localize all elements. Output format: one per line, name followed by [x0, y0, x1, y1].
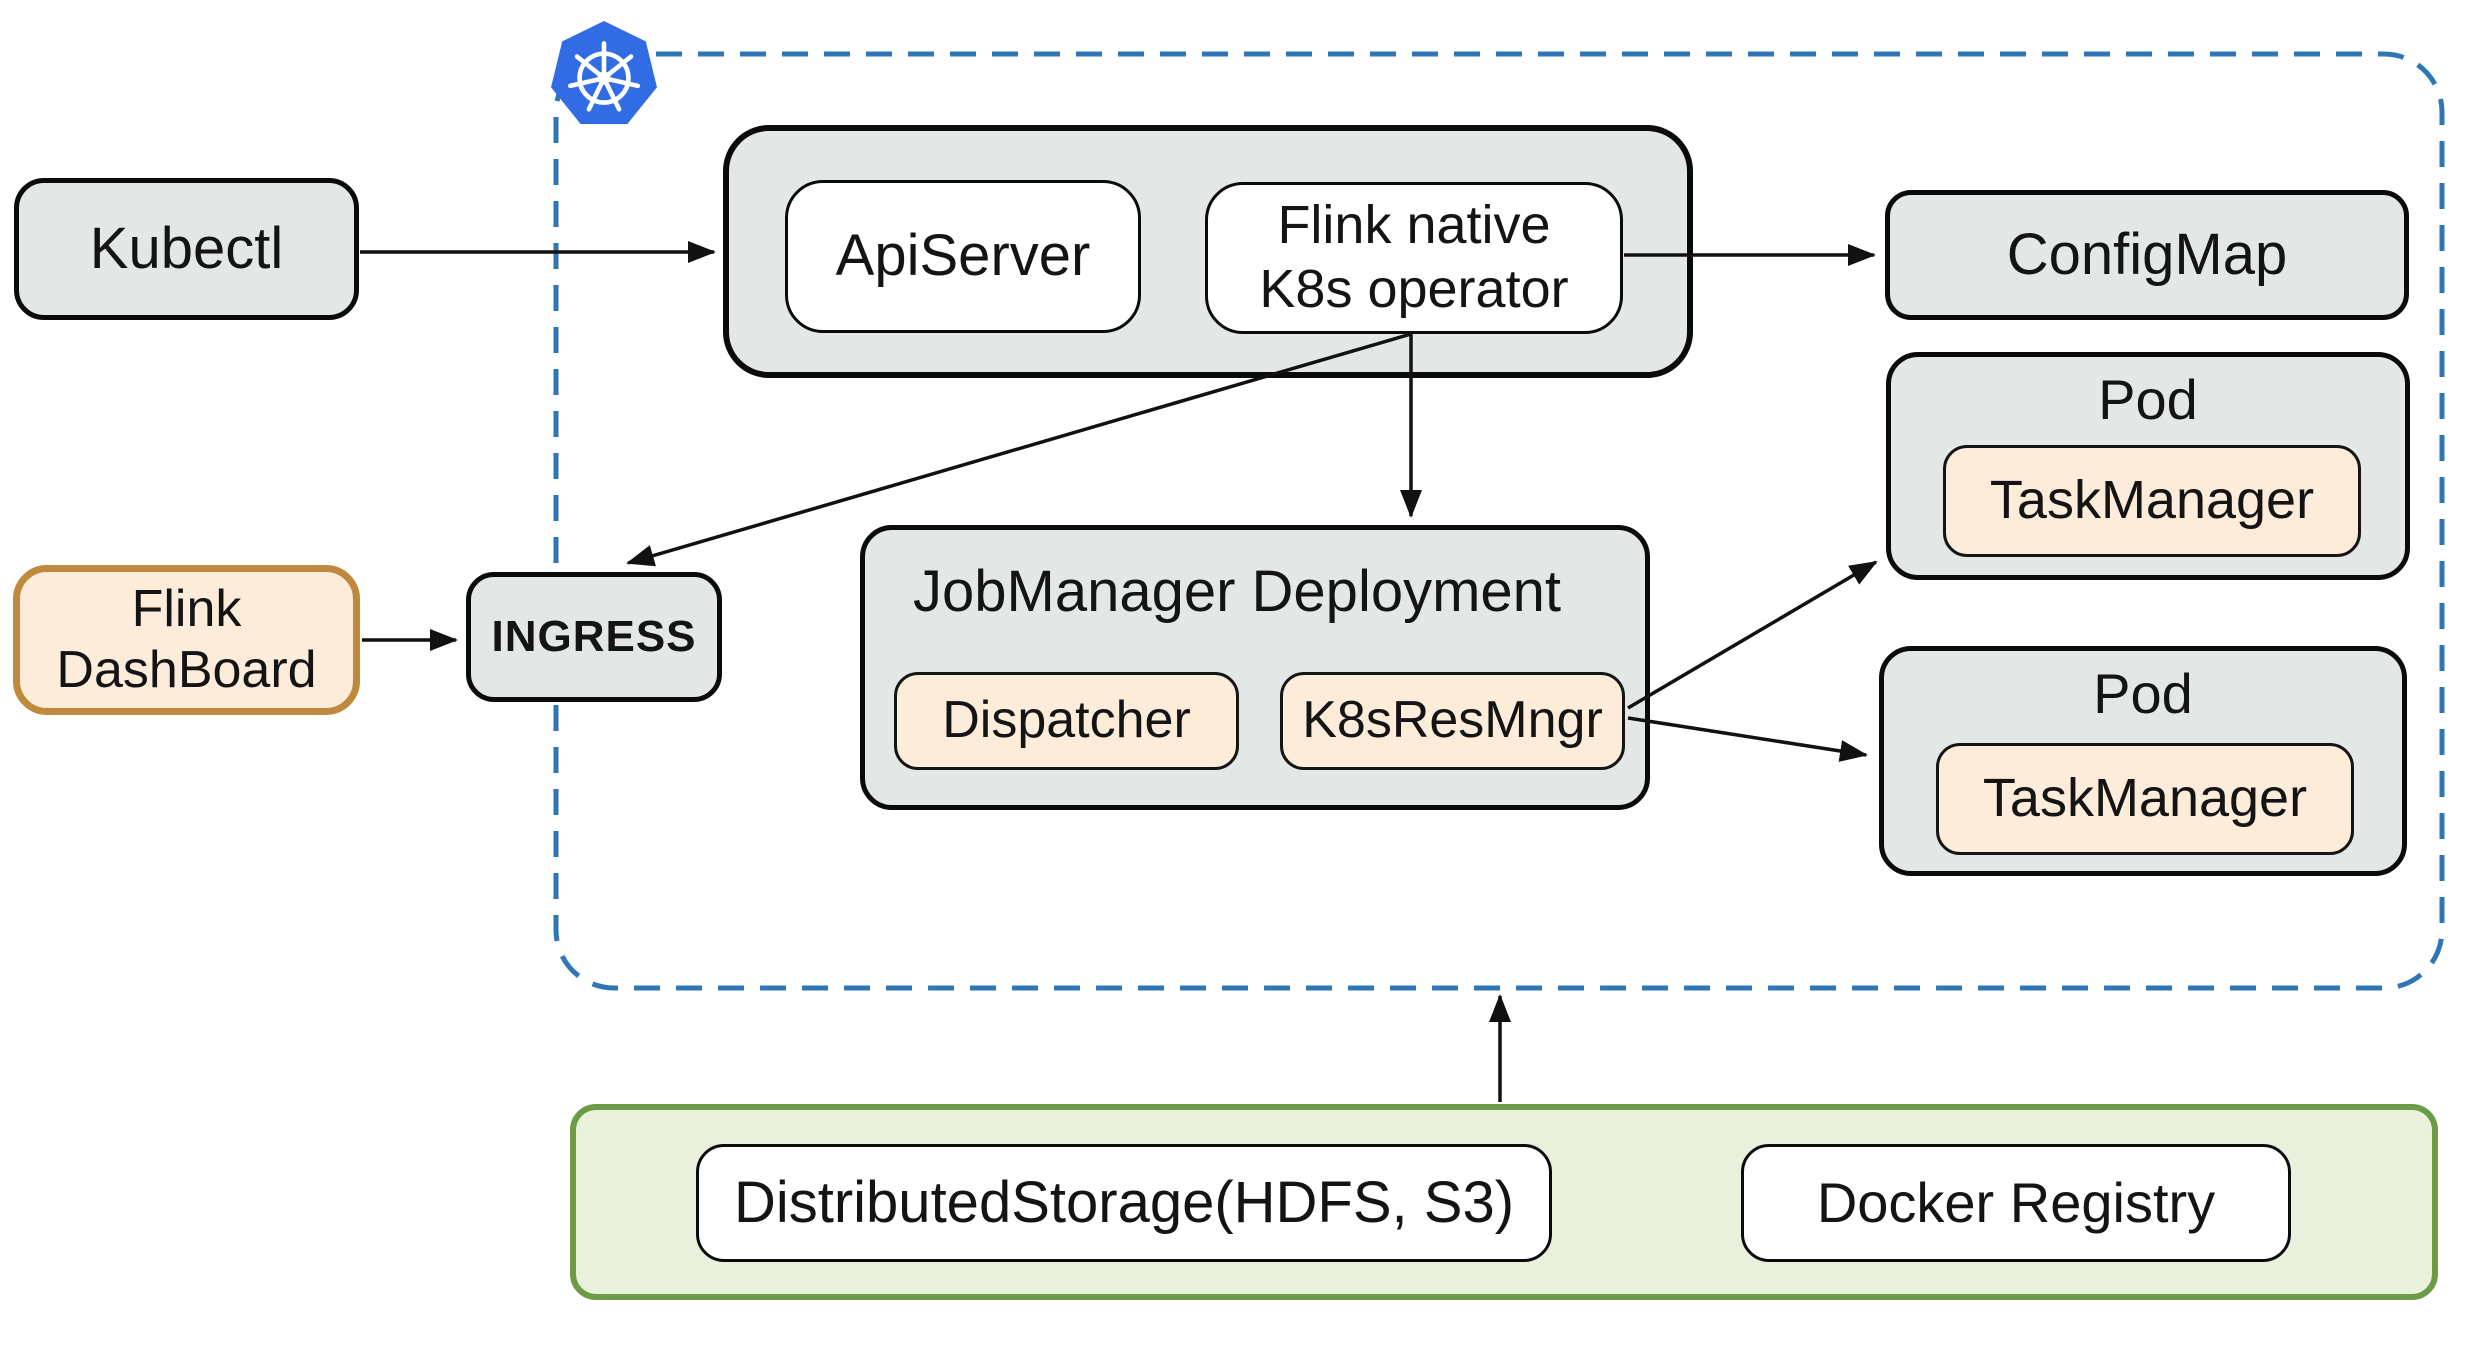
- external-services-zone: DistributedStorage(HDFS, S3) Docker Regi…: [570, 1104, 2438, 1300]
- arrow-resmngr-to-pod-bottom: [1627, 716, 1868, 762]
- docker-registry-node: Docker Registry: [1741, 1144, 2291, 1262]
- configmap-node: ConfigMap: [1885, 190, 2409, 320]
- pod-bottom-title: Pod: [2093, 662, 2193, 725]
- k8s-res-mngr-node: K8sResMngr: [1280, 672, 1625, 770]
- dispatcher-node: Dispatcher: [894, 672, 1239, 770]
- kubectl-node: Kubectl: [14, 178, 359, 320]
- taskmanager-bottom-label: TaskManager: [1982, 768, 2308, 829]
- arrow-resmngr-to-pod-top: [1627, 560, 1878, 710]
- ingress-node: INGRESS: [466, 572, 722, 702]
- kubernetes-logo-icon: [550, 16, 658, 130]
- distributed-storage-node: DistributedStorage(HDFS, S3): [696, 1144, 1552, 1262]
- dispatcher-label: Dispatcher: [942, 691, 1191, 750]
- distributed-storage-label: DistributedStorage(HDFS, S3): [733, 1169, 1515, 1235]
- apiserver-node: ApiServer: [785, 180, 1141, 333]
- pod-node-bottom: Pod TaskManager: [1879, 646, 2407, 876]
- apiserver-label: ApiServer: [835, 223, 1091, 289]
- configmap-label: ConfigMap: [2006, 221, 2288, 287]
- kubectl-label: Kubectl: [89, 215, 284, 281]
- flink-operator-label: Flink native K8s operator: [1259, 195, 1569, 319]
- flink-native-k8s-operator-node: Flink native K8s operator: [1205, 182, 1623, 334]
- pod-node-top: Pod TaskManager: [1886, 352, 2410, 580]
- docker-registry-label: Docker Registry: [1816, 1170, 2216, 1234]
- ingress-label: INGRESS: [491, 612, 697, 662]
- k8s-res-mngr-label: K8sResMngr: [1302, 691, 1603, 750]
- taskmanager-node-bottom: TaskManager: [1936, 743, 2354, 855]
- flink-dashboard-node: Flink DashBoard: [13, 565, 360, 715]
- flink-dashboard-label: Flink DashBoard: [56, 579, 317, 699]
- taskmanager-node-top: TaskManager: [1943, 445, 2361, 557]
- jobmanager-deployment-title: JobManager Deployment: [913, 559, 1562, 624]
- taskmanager-top-label: TaskManager: [1989, 470, 2315, 531]
- pod-top-title: Pod: [2098, 368, 2198, 431]
